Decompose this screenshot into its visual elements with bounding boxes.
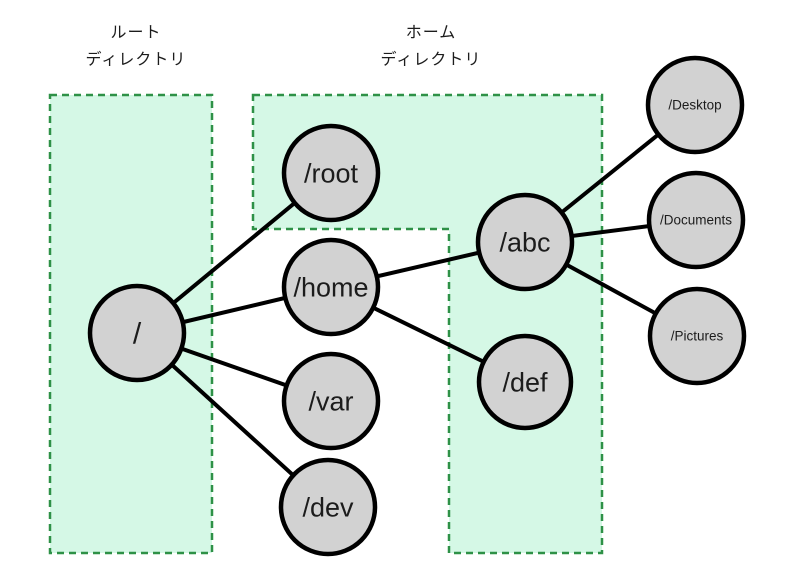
- home-directory-label-line-1: ホーム: [406, 25, 457, 42]
- node-root-label: /: [133, 318, 142, 351]
- node-documents-label: /Documents: [660, 213, 732, 228]
- node-home-circle: [281, 237, 381, 337]
- node-pictures-circle: [647, 286, 747, 386]
- node-dev-label: /dev: [302, 492, 354, 522]
- node-def-label: /def: [502, 367, 548, 397]
- node-documents-circle: [646, 170, 746, 270]
- node-desktop-circle: [645, 55, 745, 155]
- node-home-label: /home: [293, 272, 368, 302]
- node-slashroot-label: /root: [304, 158, 359, 188]
- node-pictures-label: /Pictures: [671, 329, 724, 344]
- node-root-circle: [87, 283, 187, 383]
- root-directory-label-line-1: ルート: [110, 25, 161, 42]
- node-desktop-label: /Desktop: [668, 98, 721, 113]
- node-dev-circle: [278, 457, 378, 557]
- node-abc-circle: [475, 192, 575, 292]
- node-def-circle: [476, 333, 574, 431]
- node-var-label: /var: [308, 386, 353, 416]
- node-var-circle: [281, 351, 381, 451]
- home-directory-label-line-2: ディレクトリ: [381, 50, 482, 69]
- root-directory-label-line-2: ディレクトリ: [86, 50, 187, 69]
- node-slashroot-circle: [281, 123, 381, 223]
- node-abc-label: /abc: [499, 227, 550, 257]
